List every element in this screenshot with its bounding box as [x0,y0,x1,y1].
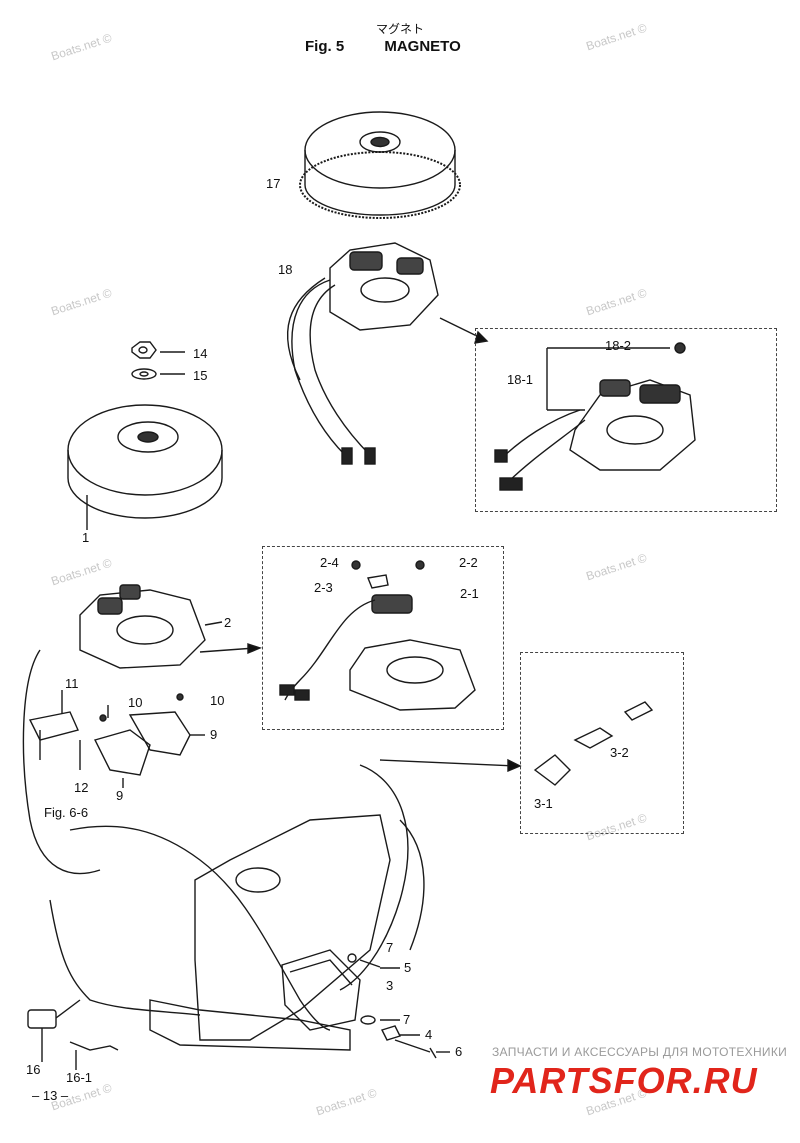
figure-title: MAGNETO [384,38,461,55]
stator-assembly [286,242,439,465]
callout-fig-6-6: Fig. 6-6 [44,805,89,820]
stop-switch [27,999,119,1070]
callout-2-4: 2-4 [320,555,339,570]
callout-5: 5 [404,960,412,975]
callout-7: 7 [403,1012,411,1027]
callout-10: 10 [128,695,143,710]
callout-2-1: 2-1 [460,586,479,601]
callout-3-2: 3-2 [610,745,629,760]
callout-17: 17 [266,176,281,191]
page-number: – 13 – [32,1088,69,1103]
callout-18-2: 18-2 [605,338,632,353]
callout-16-1: 16-1 [66,1070,93,1085]
callout-11: 11 [65,676,79,691]
flywheel [67,404,223,530]
pulser-coil-detail [279,560,476,711]
spark-plug-cap-detail [379,701,654,786]
advert-logo[interactable]: PARTSFOR.RU [490,1060,758,1101]
japanese-subtitle: マグネト [375,22,424,36]
advert-tagline: ЗАПЧАСТИ И АКСЕССУАРЫ ДЛЯ МОТОТЕХНИКИ [492,1045,788,1059]
callout-7: 7 [386,940,394,955]
flywheel-with-ring-gear [299,111,461,219]
callout-18: 18 [278,262,293,277]
brackets-and-screws [28,690,205,788]
base-plate-assembly [79,584,262,669]
callout-2-3: 2-3 [314,580,333,595]
callout-15: 15 [193,368,208,383]
callout-10: 10 [210,693,225,708]
callout-12: 12 [74,780,89,795]
callout-6: 6 [455,1044,463,1059]
callout-16: 16 [26,1062,41,1077]
callout-18-1: 18-1 [507,372,534,387]
figure-number: Fig. 5 [305,38,345,55]
cdi-unit [281,949,361,1031]
callout-4: 4 [425,1027,433,1042]
page-title: Fig. 5 MAGNETO [305,38,461,55]
callout-14: 14 [193,346,208,361]
callout-2-2: 2-2 [459,555,478,570]
cdi-mounting-hardware [347,953,450,1059]
charge-coil-detail [494,342,696,491]
detail-box-plug-cap [520,652,684,834]
callout-3-1: 3-1 [534,796,553,811]
callout-9: 9 [116,788,124,803]
detail-box-base-plate [262,546,504,730]
callout-1: 1 [82,530,90,545]
engine-block [22,649,425,1051]
nut-and-washer [131,341,185,380]
callout-3: 3 [386,978,394,993]
callout-9: 9 [210,727,218,742]
detail-box-stator [475,328,777,512]
callout-2: 2 [224,615,232,630]
